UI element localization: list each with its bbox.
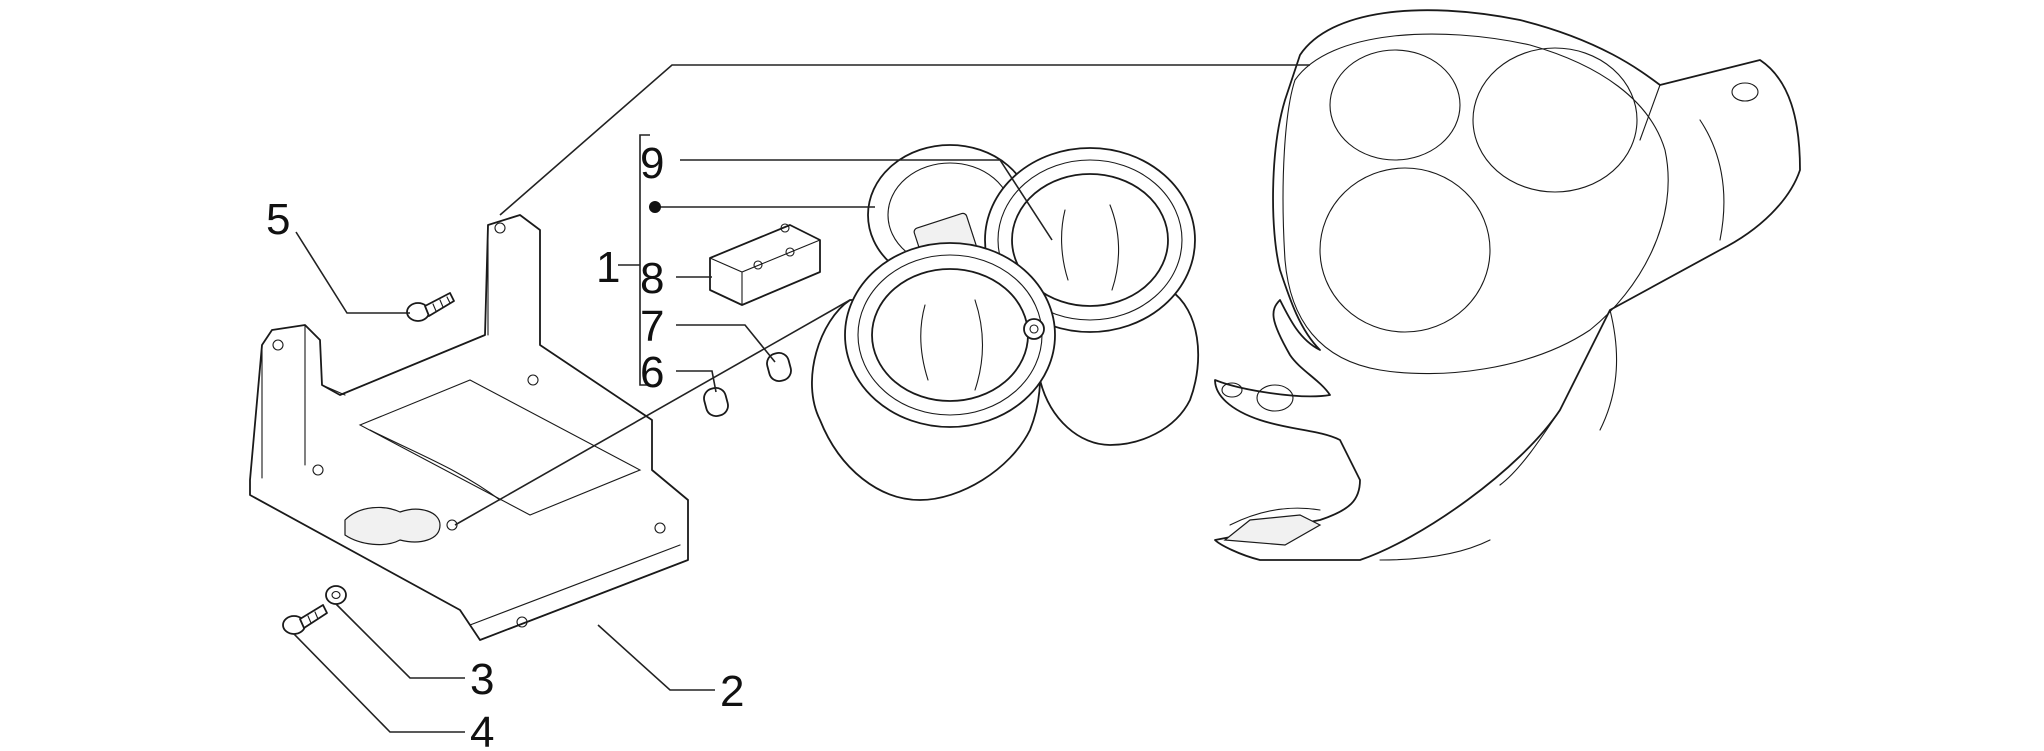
washer-part-3: [325, 585, 347, 605]
leader-line-4: [293, 633, 465, 733]
handlebar-cover-part: [1214, 9, 1801, 561]
callout-4: 4: [470, 708, 494, 751]
instrument-cluster-part: [811, 144, 1200, 501]
callout-8: 8: [640, 254, 664, 303]
leader-line-5: [295, 231, 410, 314]
leader-line-7: [676, 324, 776, 363]
screw-part-5: [406, 292, 455, 322]
callout-6: 6: [640, 348, 664, 397]
mounting-bracket-part: [249, 214, 689, 641]
leader-line-9: [680, 159, 1053, 241]
leader-line-2: [597, 624, 715, 691]
bulb-holder-block-part: [709, 223, 821, 306]
leader-line-3: [335, 603, 465, 679]
screw-part-4: [282, 604, 328, 635]
leader-line-cover: [499, 64, 1310, 216]
bulb-part-6: [703, 386, 729, 418]
bullet-dot: [649, 201, 661, 213]
bracket-group-1: [618, 134, 650, 386]
callout-7: 7: [640, 302, 664, 351]
callout-3: 3: [470, 655, 494, 704]
callout-1: 1: [596, 243, 620, 292]
leader-lines: [293, 64, 1310, 733]
leader-line-6: [676, 370, 717, 393]
callout-9: 9: [640, 139, 664, 188]
callout-5: 5: [266, 195, 290, 244]
leader-line-cluster-mount: [454, 299, 851, 526]
callout-2: 2: [720, 667, 744, 716]
